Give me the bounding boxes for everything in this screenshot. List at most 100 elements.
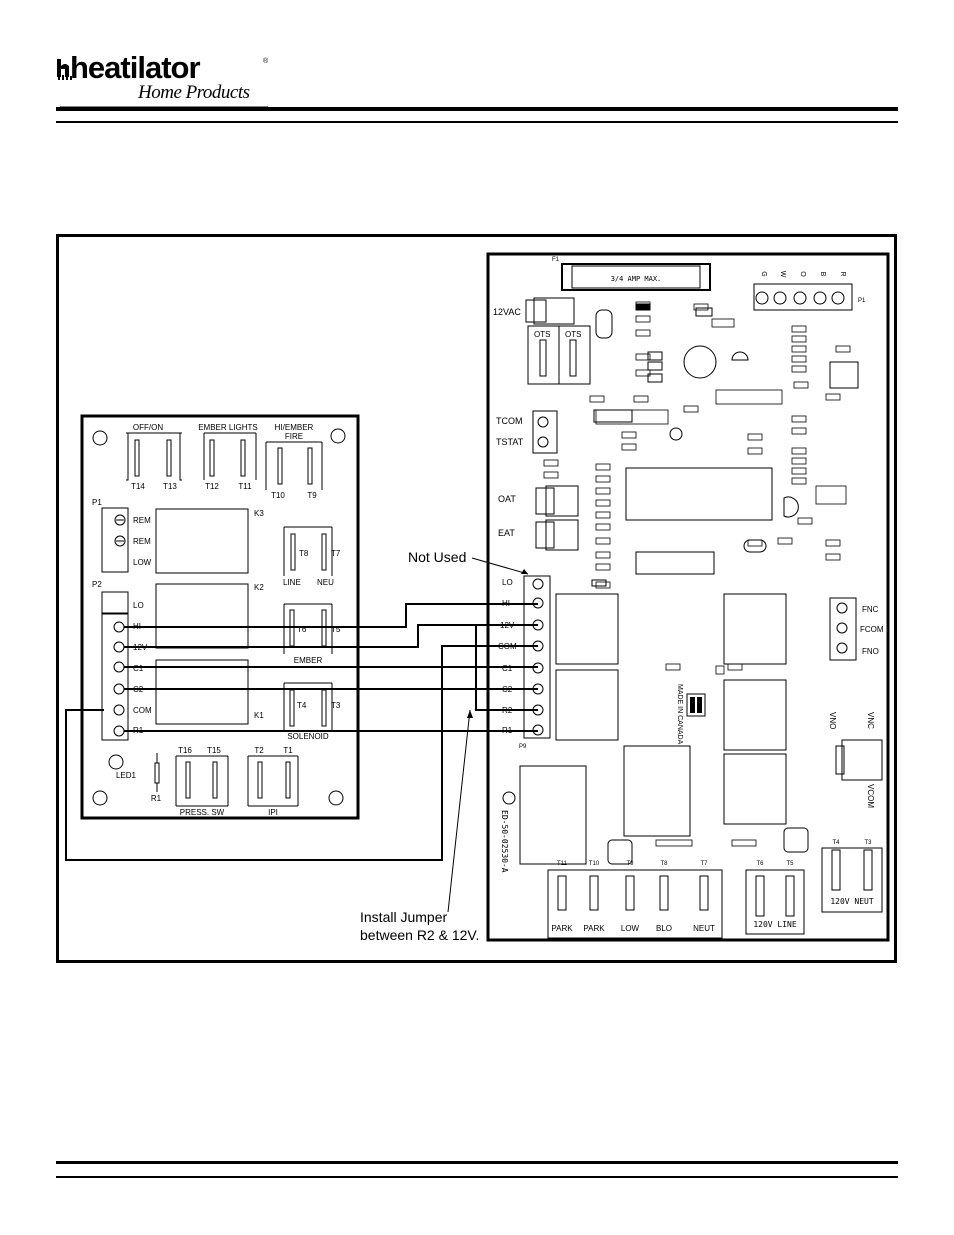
test-point-tp1 [669,427,683,441]
wiring-diagram: OFF/ON EMBER LIGHTS HI/EMBER FIRE T14 T1… [56,234,897,963]
fuse-rating: 3/4 AMP MAX. [611,275,662,283]
made-in-canada: MADE IN CANADA [676,684,683,745]
crystal-cr1 [743,539,767,553]
terminal-g: G [760,271,767,276]
wire-com [65,645,538,861]
ipi-label: IPI [268,808,278,817]
capacitor-c5 [607,839,633,865]
terminal-t6: T6 [297,625,307,634]
dled [829,361,859,389]
park-label: PARK [583,924,605,933]
p2-pin-com: COM [133,706,152,715]
blo-label: BLO [656,924,672,933]
ots-label: OTS [534,330,550,339]
board-part-number: ED-50-02530-A [500,810,509,873]
12vac-label: 12VAC [493,307,521,317]
control-board: F1 3/4 AMP MAX. G W O B R P1 12VAC OTS O… [486,252,890,942]
relay-k2-label: K2 [254,583,264,592]
low-label: LOW [621,924,640,933]
p9-label: P9 [519,744,527,750]
chip-u2 [635,551,715,575]
terminal-t7-right: T7 [700,861,708,867]
tcom-label: TCOM [496,416,523,426]
terminal-b: B [819,272,826,277]
output-terminal-block [547,869,723,939]
jumper-block [686,693,706,717]
footer-rule-thin [56,1176,898,1178]
120v-line-label: 120V LINE [753,920,797,929]
line-label: LINE [283,578,301,587]
relay-k5 [555,593,619,665]
p2-connector [101,613,129,741]
p2-pin-lo: LO [133,601,144,610]
vdr1 [595,309,613,339]
right-board-outline [486,252,890,942]
not-used-callout: Not Used [408,549,466,565]
mount-hole [328,790,344,806]
wiring-harness [65,603,538,861]
fan-pin-fnc: FNC [862,605,879,614]
120v-neut-label: 120V NEUT [830,897,874,906]
switch-label-off-on: OFF/ON [133,423,163,432]
fuse-f1 [561,263,711,291]
p9-connector [523,575,551,739]
terminal-t3: T3 [331,701,341,710]
flame-icon [57,59,72,80]
terminal-t9-right: T9 [626,861,634,867]
mount-hole [330,428,346,444]
terminal-t3-right: T3 [864,840,872,846]
vent-pin-vno: VNO [828,712,837,729]
fan-connector [829,597,857,661]
terminal-t12: T12 [205,482,219,491]
mount-hole [92,430,108,446]
vent-pin-vcom: VCOM [866,784,875,808]
switch-label-ember-lights: EMBER LIGHTS [198,423,258,432]
relay-k1 [723,593,787,665]
terminal-w: W [779,271,786,278]
vent-connector [841,739,883,781]
top-connectors [126,432,323,490]
terminal-t5: T5 [331,625,341,634]
led1-label: LED1 [116,771,137,780]
relay-k1 [155,659,249,725]
neut-label: NEUT [693,924,715,933]
diagram-frame [56,234,897,963]
neu-label: NEU [317,578,334,587]
terminal-t11-right: T11 [557,861,568,867]
p1-label: P1 [92,498,102,507]
fuse-label-f1: F1 [552,257,560,263]
capacitor-c3 [783,827,809,853]
terminal-t15: T15 [207,746,221,755]
fan-pin-fno: FNO [862,647,879,656]
p2-pin-c1: C1 [133,664,144,673]
terminal-t5-right: T5 [786,861,794,867]
terminal-t8: T8 [299,549,309,558]
terminal-t13: T13 [163,482,177,491]
logo-underline [60,106,268,108]
press-sw-label: PRESS. SW [180,808,225,817]
brand-word: heatilator [70,50,201,85]
terminal-t9: T9 [307,491,317,500]
brand-subtitle: Home Products [138,82,250,103]
terminal-t11: T11 [238,482,252,491]
header-rule-thin [56,121,898,123]
p1-label-right: P1 [858,298,866,304]
terminal-t2: T2 [254,746,264,755]
p2-label: P2 [92,580,102,589]
terminal-t14: T14 [131,482,145,491]
ignition-module-board: OFF/ON EMBER LIGHTS HI/EMBER FIRE T14 T1… [80,414,360,820]
fan-pin-fcom: FCOM [860,625,884,634]
tstat-label: TSTAT [496,437,524,447]
p1-connector [101,507,129,573]
capacitor-c4 [683,345,717,379]
12vac-connector [533,297,575,325]
switch-label-fire: FIRE [285,432,303,441]
footer-rule-thick [56,1161,898,1164]
120v-line-block [745,869,805,935]
terminal-t10-right: T10 [589,861,600,867]
jumper-wire-r2-12v [475,624,538,711]
terminal-t7: T7 [331,549,341,558]
tstat-connector [532,410,558,454]
terminal-t10: T10 [271,491,285,500]
eat-connector [545,519,579,551]
